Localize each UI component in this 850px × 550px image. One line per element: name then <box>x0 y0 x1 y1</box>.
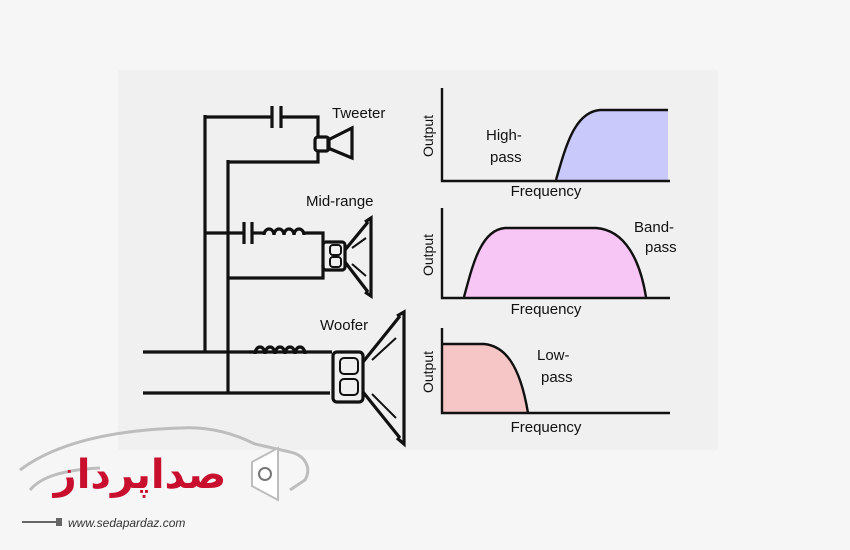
midrange-inductor <box>262 227 306 236</box>
tweeter-capacitor <box>270 106 283 128</box>
tweeter-label: Tweeter <box>332 105 385 122</box>
high-pass-xlabel: Frequency <box>511 183 582 200</box>
band-pass-fill <box>464 228 646 297</box>
tweeter-horn-icon <box>313 125 354 161</box>
midrange-label: Mid-range <box>306 193 374 210</box>
woofer-speaker-icon <box>331 309 406 448</box>
low-pass-chart: Output Frequency Low- pass <box>420 328 670 436</box>
audio-jack-icon <box>22 518 62 526</box>
high-pass-axes <box>440 88 670 183</box>
high-pass-curve <box>554 108 668 181</box>
low-pass-axes <box>440 328 670 415</box>
midrange-capacitor <box>242 222 254 244</box>
low-pass-fill <box>442 344 528 413</box>
high-pass-annotation-line1: High- <box>486 127 522 144</box>
midrange-feed-3 <box>304 231 325 245</box>
speaker-icon <box>251 446 279 502</box>
high-pass-chart: Output Frequency High- pass <box>420 88 670 200</box>
low-pass-xlabel: Frequency <box>511 419 582 436</box>
high-pass-annotation-line2: pass <box>490 149 522 166</box>
band-pass-annotation-line1: Band- <box>634 219 674 236</box>
woofer-inductor <box>253 345 307 355</box>
low-pass-curve <box>442 342 530 414</box>
low-pass-ylabel: Output <box>420 351 436 393</box>
midrange-speaker-icon <box>321 215 373 299</box>
low-pass-annotation-line1: Low- <box>537 347 570 364</box>
crossover-circuit: Tweeter Mid-range Woofer <box>143 105 406 448</box>
low-pass-annotation-line2: pass <box>541 369 573 386</box>
band-pass-chart: Output Frequency Band- pass <box>420 208 677 318</box>
band-pass-curve <box>462 226 648 298</box>
high-pass-fill <box>556 110 668 180</box>
tweeter-return <box>228 152 320 164</box>
band-pass-annotation-line2: pass <box>645 239 677 256</box>
band-pass-xlabel: Frequency <box>511 301 582 318</box>
woofer-label: Woofer <box>320 317 368 334</box>
sedapardaz-watermark: صداپرداز www.sedapardaz.com <box>19 426 310 530</box>
high-pass-ylabel: Output <box>420 115 436 157</box>
tweeter-feed-2 <box>282 115 320 137</box>
website-url: www.sedapardaz.com <box>68 516 185 530</box>
sedapardaz-logo-text: صداپرداز <box>52 452 227 498</box>
car-outline-icon <box>19 426 310 492</box>
band-pass-axes <box>440 208 670 300</box>
band-pass-ylabel: Output <box>420 234 436 276</box>
